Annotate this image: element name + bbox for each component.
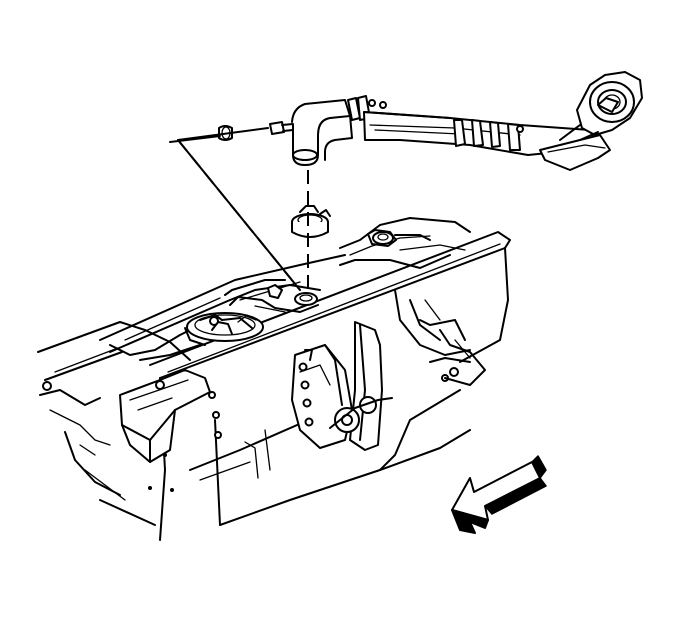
- frame-bracket-left: [119, 369, 211, 463]
- rear-spring-hanger: [291, 321, 393, 451]
- hose-clamp-lower: [291, 205, 331, 238]
- front-of-vehicle-arrow-icon: [451, 455, 547, 534]
- tank-filler-neck-housing: [367, 229, 431, 247]
- callout-lines: [169, 127, 309, 291]
- filler-neck-housing: [539, 71, 643, 171]
- fuel-pump-module: [184, 312, 264, 346]
- tank-top-components: [229, 284, 319, 313]
- fuel-tank: [99, 217, 486, 386]
- fuel-filler-pipe: [218, 95, 599, 166]
